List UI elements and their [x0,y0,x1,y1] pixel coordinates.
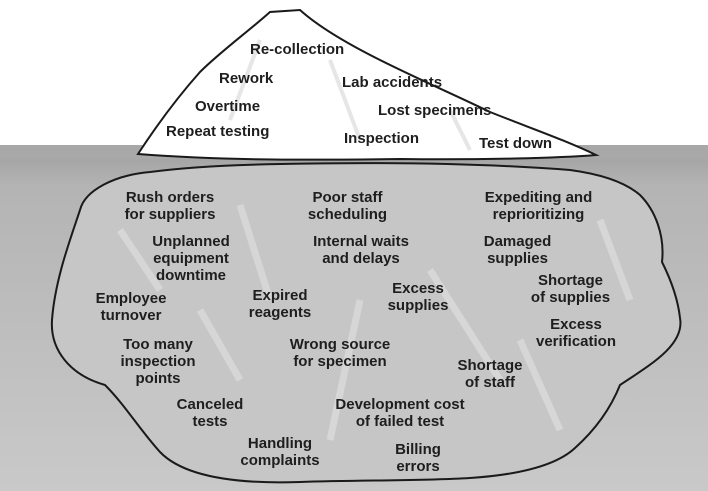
submerged-facets [117,203,634,441]
label-recollection: Re-collection [250,41,345,58]
submerged-iceberg [50,162,682,484]
label-lost-specimens: Lost specimens [378,102,492,119]
label-overtime: Overtime [195,98,261,115]
label-inspection: Inspection [344,130,420,147]
label-repeat-testing: Repeat testing [166,123,270,140]
label-test-down: Test down [479,135,553,152]
iceberg-tip [136,8,600,161]
label-rework: Rework [219,70,274,87]
label-lab-accidents: Lab accidents [342,74,443,91]
tip-facets [228,39,472,151]
